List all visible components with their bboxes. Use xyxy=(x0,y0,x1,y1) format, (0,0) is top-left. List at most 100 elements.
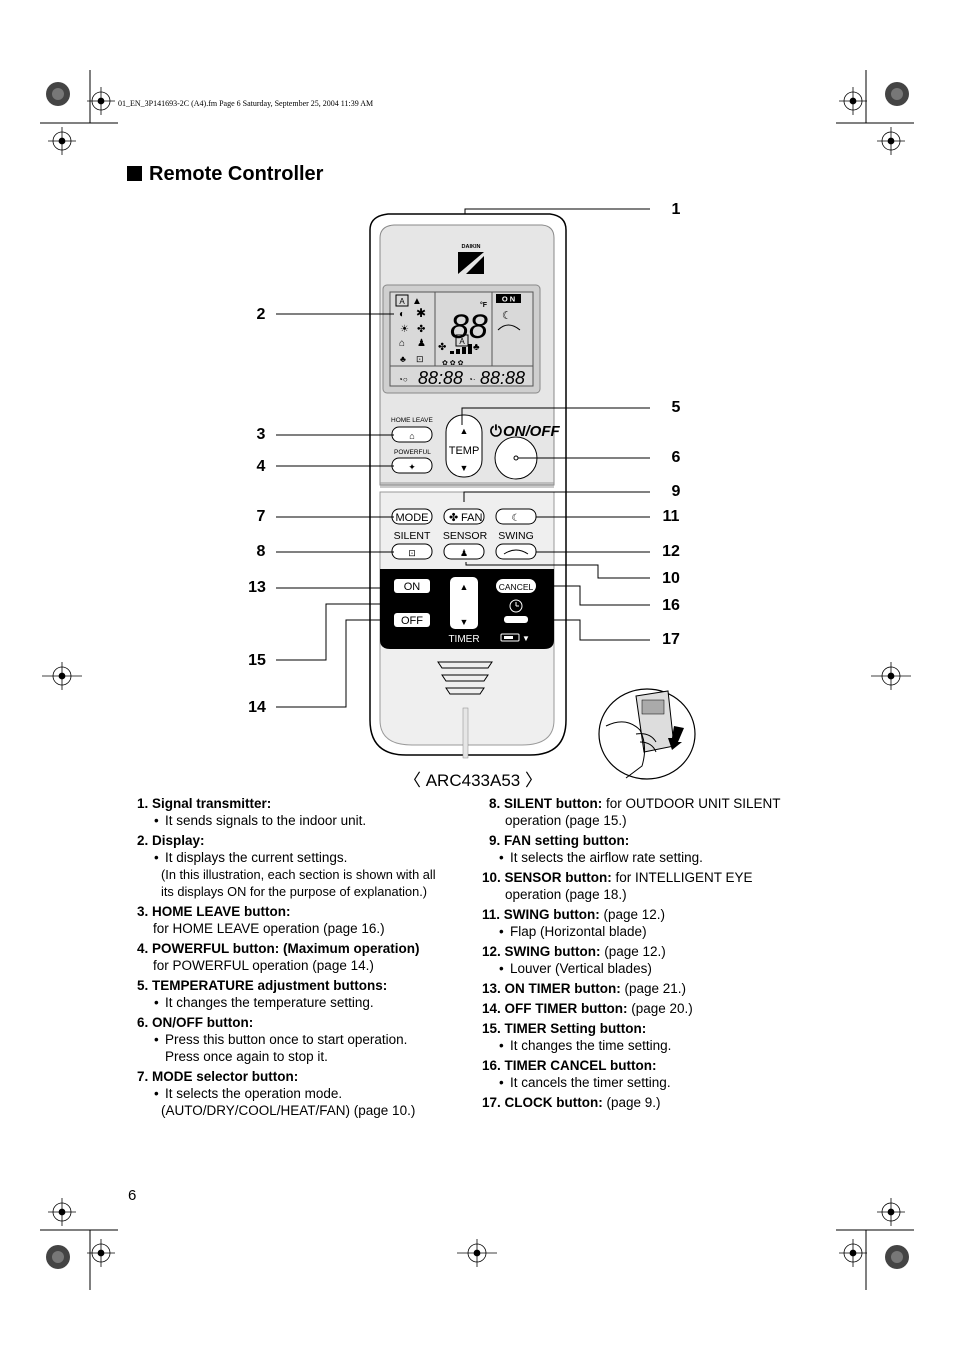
item-11: 11. SWING button: (page 12.) Flap (Horiz… xyxy=(482,906,822,940)
svg-text:MODE: MODE xyxy=(396,512,429,524)
item-15: 15. TIMER Setting button: It changes the… xyxy=(482,1020,822,1054)
svg-text:▼: ▼ xyxy=(522,634,530,643)
timer-label: TIMER xyxy=(448,634,479,645)
temp-label: TEMP xyxy=(449,445,480,457)
model-number: 〈 ARC433A53 〉 xyxy=(404,771,542,790)
svg-text:O N: O N xyxy=(502,295,515,304)
description-list-right: 8. SILENT button: for OUTDOOR UNIT SILEN… xyxy=(482,795,822,1114)
powerful-label: POWERFUL xyxy=(394,449,431,456)
svg-text:▲: ▲ xyxy=(412,296,422,307)
svg-text:✱: ✱ xyxy=(416,306,426,320)
callout-4: 4 xyxy=(256,458,266,475)
svg-text:♟: ♟ xyxy=(417,338,426,349)
callout-7: 7 xyxy=(256,508,266,525)
powerful-icon: ✦ xyxy=(408,462,416,472)
svg-text:FAN: FAN xyxy=(461,512,482,524)
svg-text:OFF: OFF xyxy=(401,615,423,627)
callout-12: 12 xyxy=(662,543,680,560)
flap-icon: ☾ xyxy=(512,513,521,524)
callout-1: 1 xyxy=(671,201,681,218)
svg-text:A: A xyxy=(399,297,405,306)
sensor-label: SENSOR xyxy=(443,530,488,542)
svg-text:⊡: ⊡ xyxy=(416,354,424,364)
color-target-marks xyxy=(46,82,909,1269)
home-leave-label: HOME LEAVE xyxy=(391,417,433,424)
file-slug: 01_EN_3P141693-2C (A4).fm Page 6 Saturda… xyxy=(118,99,374,108)
callout-5: 5 xyxy=(671,399,681,416)
svg-text:♣: ♣ xyxy=(473,342,480,353)
description-list-left: 1. Signal transmitter: It sends signals … xyxy=(137,795,467,1122)
item-16: 16. TIMER CANCEL button: It cancels the … xyxy=(482,1057,822,1091)
sensor-icon: ♟ xyxy=(460,548,468,558)
svg-text:⌂: ⌂ xyxy=(399,338,405,349)
temp-button[interactable] xyxy=(445,414,483,478)
timer-cancel-button[interactable] xyxy=(496,579,536,593)
timer-off-button[interactable] xyxy=(394,613,430,627)
clock-button[interactable] xyxy=(504,616,528,623)
callout-2: 2 xyxy=(256,306,266,323)
fan-icon: ✤ xyxy=(449,512,458,524)
svg-text:✤: ✤ xyxy=(417,324,425,335)
item-13: 13. ON TIMER button: (page 21.) xyxy=(482,981,687,996)
item-4: 4. POWERFUL button: (Maximum operation) … xyxy=(137,941,420,973)
swing-label: SWING xyxy=(498,530,534,542)
timer-on-button[interactable] xyxy=(394,579,430,593)
svg-text:ON: ON xyxy=(404,581,421,593)
fan-button[interactable] xyxy=(443,508,485,525)
temp-up-icon: ▲ xyxy=(460,426,469,436)
item-5: 5. TEMPERATURE adjustment buttons: It ch… xyxy=(137,977,467,1011)
svg-text:◔○: ◔○ xyxy=(398,375,408,384)
item-1: 1. Signal transmitter: It sends signals … xyxy=(137,795,467,829)
item-17: 17. CLOCK button: (page 9.) xyxy=(482,1095,661,1110)
svg-text:☾: ☾ xyxy=(502,310,512,322)
crosshair-marks xyxy=(42,87,911,1267)
item-12: 12. SWING button: (page 12.) Louver (Ver… xyxy=(482,943,822,977)
silent-label: SILENT xyxy=(394,530,431,542)
callout-3: 3 xyxy=(256,426,266,443)
svg-text:88:88: 88:88 xyxy=(480,368,525,388)
temp-down-icon: ▼ xyxy=(460,463,469,473)
brand-label: DAIKIN xyxy=(462,244,481,250)
svg-text:88:88: 88:88 xyxy=(418,368,463,388)
callout-15: 15 xyxy=(248,652,266,669)
timer-setting-button[interactable] xyxy=(450,577,478,629)
svg-text:✤: ✤ xyxy=(438,342,446,353)
callout-13: 13 xyxy=(248,579,266,596)
svg-text:◐: ◐ xyxy=(399,309,405,320)
item-7: 7. MODE selector button: It selects the … xyxy=(137,1068,467,1119)
timer-down-icon: ▼ xyxy=(460,617,469,627)
item-10: 10. SENSOR button: for INTELLIGENT EYE o… xyxy=(482,870,753,902)
arrow-icon xyxy=(668,726,684,750)
square-bullet-icon xyxy=(127,166,142,181)
svg-text:◔·: ◔· xyxy=(468,375,476,384)
svg-text:°F: °F xyxy=(480,301,488,309)
house-icon: ⌂ xyxy=(409,431,414,441)
sensor-button[interactable] xyxy=(443,543,485,560)
svg-text:A: A xyxy=(459,337,465,346)
callout-11: 11 xyxy=(662,508,680,525)
callout-16: 16 xyxy=(662,597,680,614)
hand-inset-illustration xyxy=(598,688,696,780)
remote-controller-illustration: DAIKIN A ▲ ✱ ◐ ☀ ✤ ⌂ ♟ ♣ ⊡ 88 °F O N ☾ ✤… xyxy=(276,208,650,759)
clock-icon xyxy=(509,599,523,613)
callout-6: 6 xyxy=(671,449,681,466)
svg-text:CANCEL: CANCEL xyxy=(499,582,534,592)
on-off-label: ON/OFF xyxy=(503,423,560,440)
power-icon: ⏻ xyxy=(490,423,502,440)
callout-9: 9 xyxy=(671,483,681,500)
timer-up-icon: ▲ xyxy=(460,582,469,592)
item-9: 9. FAN setting button: It selects the ai… xyxy=(482,832,822,866)
section-title: Remote Controller xyxy=(127,163,323,186)
louver-icon xyxy=(503,549,529,555)
callout-17: 17 xyxy=(662,631,680,648)
callout-10: 10 xyxy=(662,570,680,587)
swing-louver-button[interactable] xyxy=(495,543,537,560)
battery-icon xyxy=(500,633,520,642)
daikin-logo: DAIKIN xyxy=(458,244,484,274)
item-8: 8. SILENT button: for OUTDOOR UNIT SILEN… xyxy=(489,796,781,828)
item-6: 6. ON/OFF button: Press this button once… xyxy=(137,1014,467,1065)
svg-text:☀: ☀ xyxy=(400,324,409,335)
item-3: 3. HOME LEAVE button: for HOME LEAVE ope… xyxy=(137,904,385,936)
item-2: 2. Display: It displays the current sett… xyxy=(137,832,467,900)
